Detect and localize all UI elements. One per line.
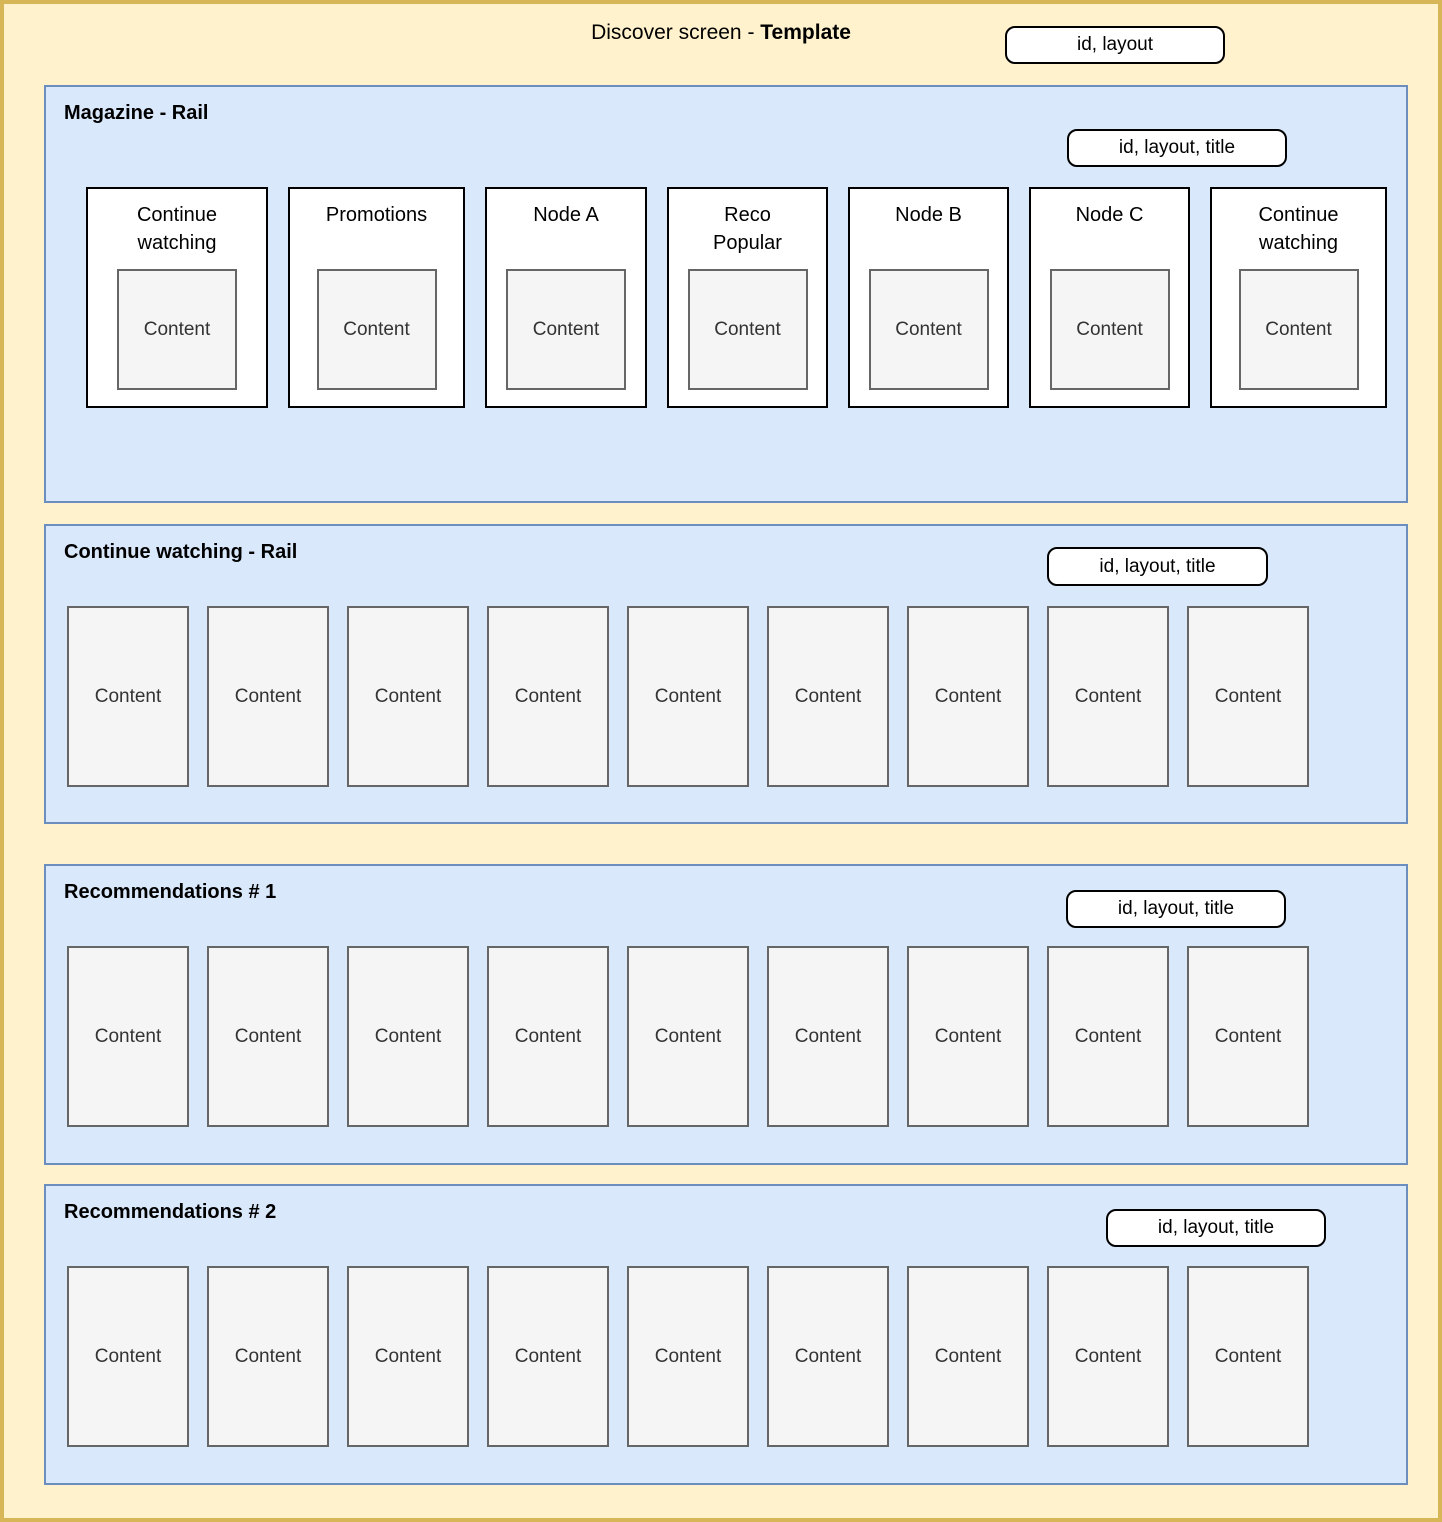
content-placeholder: Content <box>627 946 749 1127</box>
magazine-cards-row: Continue watching Content Promotions Con… <box>86 187 1387 408</box>
card-title: Continue watching <box>136 204 218 254</box>
content-placeholder: Content <box>907 606 1029 787</box>
content-placeholder: Content <box>907 946 1029 1127</box>
recommendations-1-rail: Recommendations # 1 id, layout, title Co… <box>44 864 1408 1165</box>
content-placeholder: Content <box>767 1266 889 1447</box>
magazine-card-node-a: Node A Content <box>485 187 647 408</box>
rail-attributes-badge: id, layout, title <box>1066 890 1286 928</box>
content-placeholder: Content <box>1187 946 1309 1127</box>
card-title: Node C <box>1075 204 1144 226</box>
content-placeholder: Content <box>347 946 469 1127</box>
content-placeholder: Content <box>347 606 469 787</box>
content-items-row: Content Content Content Content Content … <box>67 606 1309 787</box>
magazine-card-node-c: Node C Content <box>1029 187 1190 408</box>
card-title: Node B <box>895 204 962 226</box>
page-title: Discover screen - Template <box>4 19 1438 46</box>
content-placeholder: Content <box>627 606 749 787</box>
content-items-row: Content Content Content Content Content … <box>67 1266 1309 1447</box>
content-placeholder: Content <box>487 606 609 787</box>
content-placeholder: Content <box>207 1266 329 1447</box>
content-placeholder: Content <box>627 1266 749 1447</box>
continue-watching-rail: Continue watching - Rail id, layout, tit… <box>44 524 1408 824</box>
card-title: Node A <box>533 204 599 226</box>
content-placeholder: Content <box>1047 606 1169 787</box>
content-placeholder: Content <box>767 946 889 1127</box>
magazine-card-promotions: Promotions Content <box>288 187 465 408</box>
screen-attributes-badge: id, layout <box>1005 26 1225 64</box>
content-placeholder: Content <box>767 606 889 787</box>
rail-title: Continue watching - Rail <box>64 541 298 563</box>
content-placeholder: Content <box>1187 1266 1309 1447</box>
content-placeholder: Content <box>207 606 329 787</box>
card-title: Reco Popular <box>713 204 782 254</box>
rail-title: Recommendations # 1 <box>64 881 277 903</box>
rail-title: Recommendations # 2 <box>64 1201 277 1223</box>
content-placeholder: Content <box>1187 606 1309 787</box>
content-placeholder: Content <box>1047 946 1169 1127</box>
page-title-prefix: Discover screen - <box>591 21 761 44</box>
magazine-card-node-b: Node B Content <box>848 187 1009 408</box>
rail-attributes-badge: id, layout, title <box>1106 1209 1326 1247</box>
magazine-card-continue-watching-2: Continue watching Content <box>1210 187 1387 408</box>
magazine-card-continue-watching: Continue watching Content <box>86 187 268 408</box>
content-placeholder: Content <box>1238 269 1359 390</box>
content-placeholder: Content <box>1047 1266 1169 1447</box>
content-placeholder: Content <box>1049 269 1170 390</box>
content-placeholder: Content <box>67 946 189 1127</box>
magazine-card-reco-popular: Reco Popular Content <box>667 187 828 408</box>
content-placeholder: Content <box>67 606 189 787</box>
content-items-row: Content Content Content Content Content … <box>67 946 1309 1127</box>
content-placeholder: Content <box>67 1266 189 1447</box>
content-placeholder: Content <box>907 1266 1029 1447</box>
page-title-emphasis: Template <box>760 21 851 44</box>
content-placeholder: Content <box>117 269 237 390</box>
rail-title: Magazine - Rail <box>64 102 209 124</box>
rail-attributes-badge: id, layout, title <box>1067 129 1287 167</box>
content-placeholder: Content <box>868 269 989 390</box>
rail-attributes-badge: id, layout, title <box>1047 547 1268 586</box>
content-placeholder: Content <box>687 269 808 390</box>
card-title: Promotions <box>325 204 428 226</box>
content-placeholder: Content <box>487 1266 609 1447</box>
card-title: Continue watching <box>1258 204 1339 254</box>
content-placeholder: Content <box>506 269 626 390</box>
magazine-rail: Magazine - Rail id, layout, title Contin… <box>44 85 1408 503</box>
content-placeholder: Content <box>487 946 609 1127</box>
content-placeholder: Content <box>207 946 329 1127</box>
content-placeholder: Content <box>316 269 437 390</box>
recommendations-2-rail: Recommendations # 2 id, layout, title Co… <box>44 1184 1408 1485</box>
content-placeholder: Content <box>347 1266 469 1447</box>
